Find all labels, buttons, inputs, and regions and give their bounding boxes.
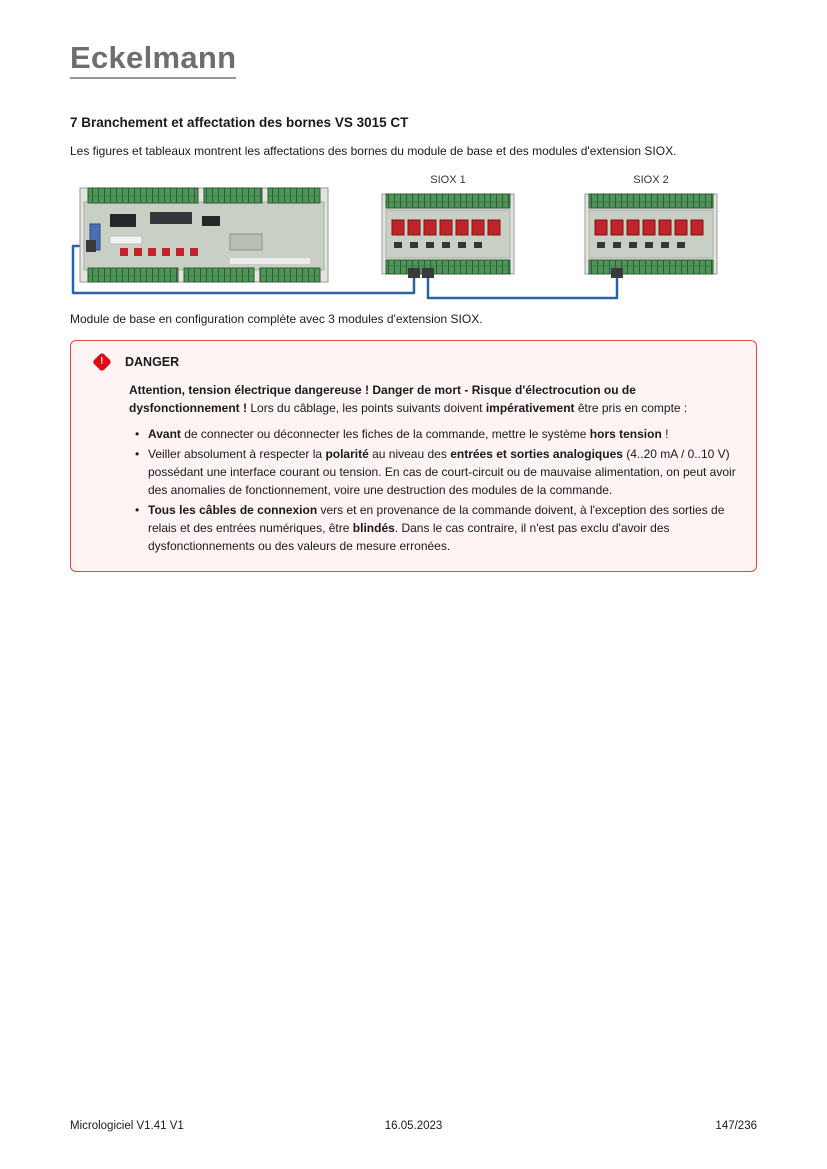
wiring-figure: SIOX 1 SIOX 2: [70, 172, 757, 302]
footer-page-number: 147/236: [715, 1120, 757, 1132]
siox1-label: SIOX 1: [430, 174, 465, 186]
cable-plugs: [86, 240, 623, 278]
siox-bus-cables: [71, 244, 619, 300]
figure-caption: Module de base en configuration complète…: [70, 312, 483, 326]
danger-content: Attention, tension électrique dangereuse…: [129, 381, 740, 555]
wiring-figure-image: SIOX 1 SIOX 2: [71, 174, 718, 300]
danger-bullet: Avant de connecter ou déconnecter les fi…: [135, 425, 740, 443]
siox1-board: [381, 193, 515, 275]
danger-bullet: Veiller absolument à respecter la polari…: [135, 445, 740, 499]
siox2-board: [584, 193, 718, 275]
danger-bullet: Tous les câbles de connexion vers et en …: [135, 501, 740, 555]
section-heading: 7 Branchement et affectation des bornes …: [70, 115, 409, 130]
footer-version: Micrologiciel V1.41 V1: [70, 1120, 184, 1132]
danger-header: ! DANGER: [87, 352, 740, 372]
danger-title: DANGER: [125, 355, 180, 369]
footer-date: 16.05.2023: [384, 1120, 443, 1132]
danger-intro: Attention, tension électrique dangereuse…: [129, 383, 688, 415]
danger-bullet-list: Avant de connecter ou déconnecter les fi…: [129, 425, 740, 555]
danger-box: ! DANGER Attention, tension électrique d…: [70, 340, 757, 572]
page-footer: 16.05.2023 Micrologiciel V1.41 V1 147/23…: [70, 1120, 757, 1132]
siox2-label: SIOX 2: [633, 174, 668, 186]
intro-paragraph: Les figures et tableaux montrent les aff…: [70, 144, 677, 158]
eckelmann-logo: Eckelmann: [70, 42, 237, 79]
base-module-board: [79, 187, 329, 283]
danger-diamond-icon: !: [92, 352, 112, 372]
